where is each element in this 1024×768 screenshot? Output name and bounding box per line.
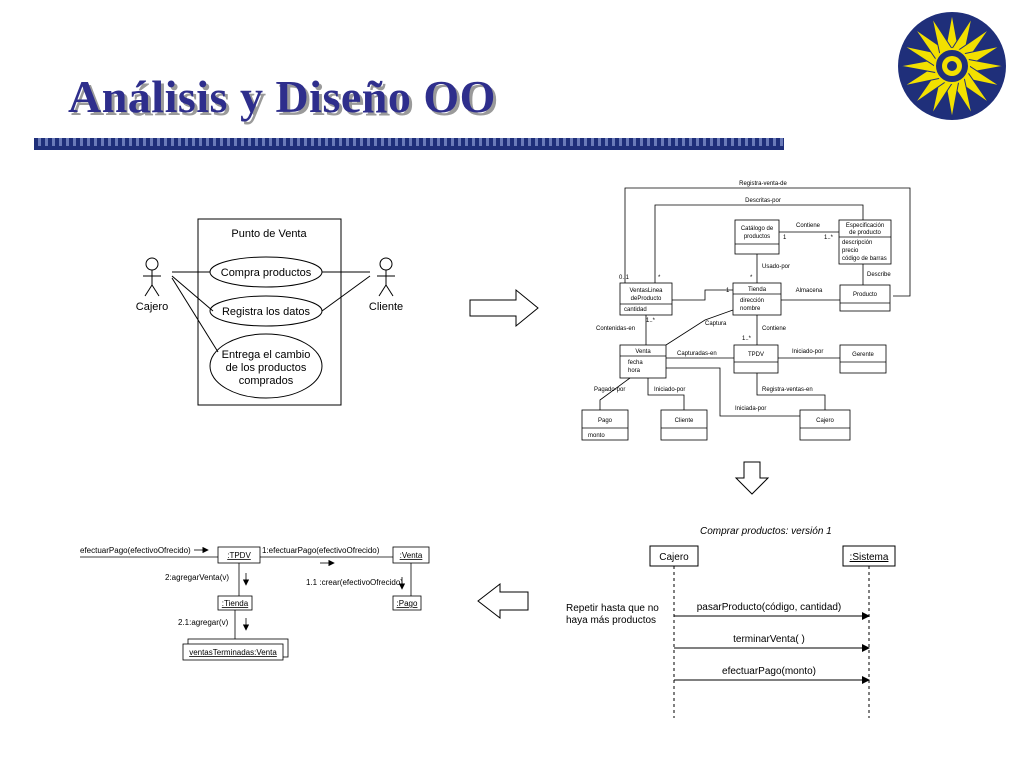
sun-logo <box>898 12 1006 120</box>
seq-msg-terminar: terminarVenta( ) <box>733 634 805 645</box>
assoc-iniciado-por-b: Iniciado-por <box>654 387 685 393</box>
collab-pago: :Pago <box>397 599 418 608</box>
attr-codigo: código de barras <box>842 256 887 262</box>
attr-fecha: fecha <box>628 360 643 366</box>
seq-note-2: haya más productos <box>566 615 656 626</box>
collaboration-diagram <box>80 546 430 661</box>
collab-msg-1: 1:efectuarPago(efectivoOfrecido) <box>262 546 380 555</box>
uc-compra-label: Compra productos <box>221 267 312 279</box>
assoc-contiene-2: Contiene <box>762 326 787 332</box>
class-espec-1: Especificación <box>846 223 884 229</box>
mult-star-a: * <box>658 275 661 281</box>
seq-msg-efectuar: efectuarPago(monto) <box>722 666 816 677</box>
arrow-right-icon <box>469 288 539 328</box>
collab-ventas-box <box>182 643 284 661</box>
assoc-pagado-por: Pagado-por <box>594 387 625 393</box>
page-title: Análisis y Diseño OO <box>68 71 496 122</box>
class-cajero: Cajero <box>816 418 834 424</box>
attr-precio: precio <box>842 248 859 254</box>
mult-espec-many: 1..* <box>824 235 834 241</box>
seq-title: Comprar productos: versión 1 <box>700 526 832 537</box>
collab-pago-box <box>392 595 422 611</box>
assoc-usado-por: Usado-por <box>762 264 790 270</box>
actor-cliente-figure <box>377 257 395 297</box>
class-ventaslinea-2: deProducto <box>631 296 662 302</box>
sequence-diagram <box>649 545 896 718</box>
assoc-contiene-1: Contiene <box>796 223 821 229</box>
class-producto: Producto <box>853 292 878 298</box>
assoc-captura: Captura <box>705 321 727 327</box>
uc-entrega-label-1: Entrega el cambio <box>222 349 311 361</box>
collab-venta: :Venta <box>400 551 423 560</box>
system-name: Punto de Venta <box>231 228 307 240</box>
assoc-iniciado-por-a: Iniciado-por <box>792 349 823 355</box>
class-cliente: Cliente <box>675 418 694 424</box>
attr-nombre: nombre <box>740 306 761 312</box>
mult-catalogo-1: 1 <box>783 235 787 241</box>
arrow-left-icon <box>477 582 529 620</box>
assoc-capturadas-en: Capturadas-en <box>677 351 717 357</box>
mult-star-b: * <box>750 275 753 281</box>
seq-obj-cajero: Cajero <box>659 552 689 563</box>
assoc-describe: Describe <box>867 272 891 278</box>
class-pago: Pago <box>598 418 613 424</box>
assoc-iniciada-por: Iniciada-por <box>735 406 766 412</box>
collab-incoming: efectuarPago(efectivoOfrecido) <box>80 546 191 555</box>
arrow-down-icon <box>734 461 770 495</box>
uc-entrega-ellipse <box>209 333 323 399</box>
collab-msg-2: 2:agregarVenta(v) <box>165 573 229 582</box>
class-tpdv: TPDV <box>748 352 764 358</box>
collab-msg-11: 1.1 :crear(efectivoOfrecido) <box>306 578 403 587</box>
attr-hora: hora <box>628 368 641 374</box>
use-case-diagram <box>143 218 395 406</box>
system-boundary <box>197 218 342 406</box>
mult-tpdv-many: 1..* <box>742 336 752 342</box>
seq-note-1: Repetir hasta que no <box>566 603 659 614</box>
assoc-contenidas-en: Contenidas-en <box>596 326 635 332</box>
collab-ventas: ventasTerminadas:Venta <box>189 648 277 657</box>
collab-msg-21: 2.1:agregar(v) <box>178 618 229 627</box>
attr-descripcion: descripción <box>842 240 872 246</box>
class-catalogo-1: Catálogo de <box>741 226 774 232</box>
class-ventaslinea-1: VentasLinea <box>629 288 663 294</box>
class-gerente: Gerente <box>852 352 874 358</box>
seq-obj-sistema: :Sistema <box>850 552 889 563</box>
mult-zero-one: 0..1 <box>619 275 630 281</box>
actor-cliente-label: Cliente <box>369 301 403 313</box>
class-venta: Venta <box>635 349 651 355</box>
uc-registra-label: Registra los datos <box>222 306 311 318</box>
actor-cajero-figure <box>143 257 161 297</box>
actor-cajero-label: Cajero <box>136 301 168 313</box>
title-underline-solid <box>34 146 784 150</box>
assoc-registra-ventas-en: Registra-ventas-en <box>762 387 813 393</box>
assoc-descritas-por: Descritas-por <box>745 198 781 204</box>
uc-entrega-label-3: comprados <box>239 375 294 387</box>
class-espec-2: de producto <box>849 230 881 236</box>
attr-cantidad: cantidad <box>624 307 647 313</box>
seq-msg-pasar: pasarProducto(código, cantidad) <box>697 602 842 613</box>
collab-tpdv: :TPDV <box>227 551 251 560</box>
assoc-registra-venta-de: Registra-venta-de <box>739 181 787 187</box>
attr-direccion: dirección <box>740 298 764 304</box>
assoc-almacena: Almacena <box>796 288 823 294</box>
attr-monto: monto <box>588 433 605 439</box>
collab-tienda: :Tienda <box>222 599 249 608</box>
mult-venta-many: 1..* <box>646 318 656 324</box>
uc-entrega-label-2: de los productos <box>226 362 307 374</box>
class-catalogo-2: productos <box>744 234 770 240</box>
mult-tienda-one: 1 <box>726 288 730 294</box>
class-tienda: Tienda <box>748 287 767 293</box>
class-diagram <box>581 187 911 441</box>
